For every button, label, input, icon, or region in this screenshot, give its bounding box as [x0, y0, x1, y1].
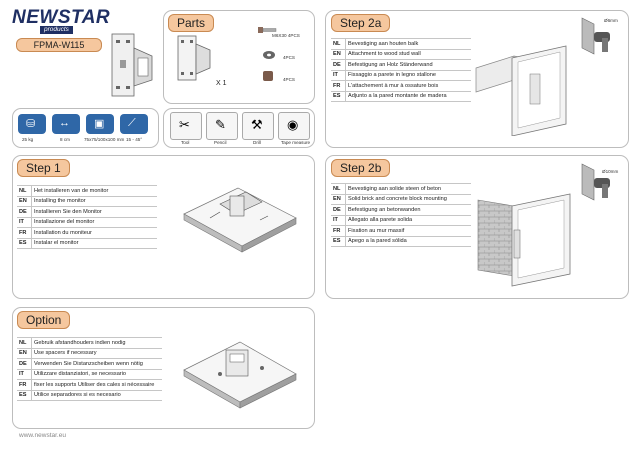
- screw-label: M6X30 4PCS: [272, 33, 300, 38]
- monitor-install-illustration: [183, 187, 297, 253]
- plate-qty: X 1: [216, 80, 227, 87]
- drill-icon: ⚒: [251, 117, 263, 132]
- spec-weight-label: 25 kg: [22, 137, 34, 142]
- spacer-label: 4PCS: [283, 77, 296, 82]
- brand-logo: NEWSTAR products: [12, 7, 111, 40]
- tape-measure-icon: ◉: [287, 117, 299, 132]
- tool-tape-label: Tape measure: [281, 140, 311, 145]
- spacer-install-illustration: [183, 341, 297, 409]
- option-title: Option: [17, 311, 71, 329]
- brand-name: NEWSTAR: [12, 7, 111, 28]
- step2a-title: Step 2a: [331, 14, 391, 32]
- washer-icon: [263, 51, 275, 59]
- washer-label: 4PCS: [283, 55, 296, 60]
- step2b-drill-label: Ø10mm: [602, 169, 619, 174]
- tool-tool-label: Tool: [181, 140, 190, 145]
- spec-depth-label: 8 cm: [60, 137, 70, 142]
- vesa-icon: ▣: [94, 118, 105, 130]
- brand-sub: products: [40, 26, 73, 34]
- wood-wall-illustration: [475, 45, 567, 136]
- product-illustration: [111, 33, 153, 97]
- step2a-drill-label: Ø6mm: [604, 18, 618, 23]
- screw-icon: [258, 27, 277, 33]
- model-badge: FPMA-W115: [16, 38, 102, 52]
- parts-title: Parts: [168, 14, 215, 32]
- spec-tilt-label: 15 - 45°: [126, 137, 143, 142]
- tilt-icon: ⟋: [128, 117, 136, 129]
- drill-bit-2a-illustration: [581, 17, 610, 55]
- step2b-title: Step 2b: [331, 159, 391, 177]
- pencil-icon: ✎: [215, 117, 226, 132]
- depth-icon: ↔: [59, 117, 70, 129]
- tool-drill-label: Drill: [253, 140, 261, 145]
- website: www.newstar.eu: [19, 432, 66, 439]
- brick-wall-illustration: [477, 193, 571, 287]
- tool-pencil-label: Pencil: [214, 140, 227, 145]
- wall-plate-illustration: [177, 35, 211, 81]
- spacer-icon: [263, 71, 273, 81]
- weight-icon: ⛁: [26, 118, 36, 130]
- drill-bit-2b-illustration: [581, 163, 610, 201]
- step1-title: Step 1: [17, 159, 70, 177]
- spec-vesa-label: 75x75/100x100 mm: [84, 137, 125, 142]
- tool-icon: ✂: [179, 117, 190, 132]
